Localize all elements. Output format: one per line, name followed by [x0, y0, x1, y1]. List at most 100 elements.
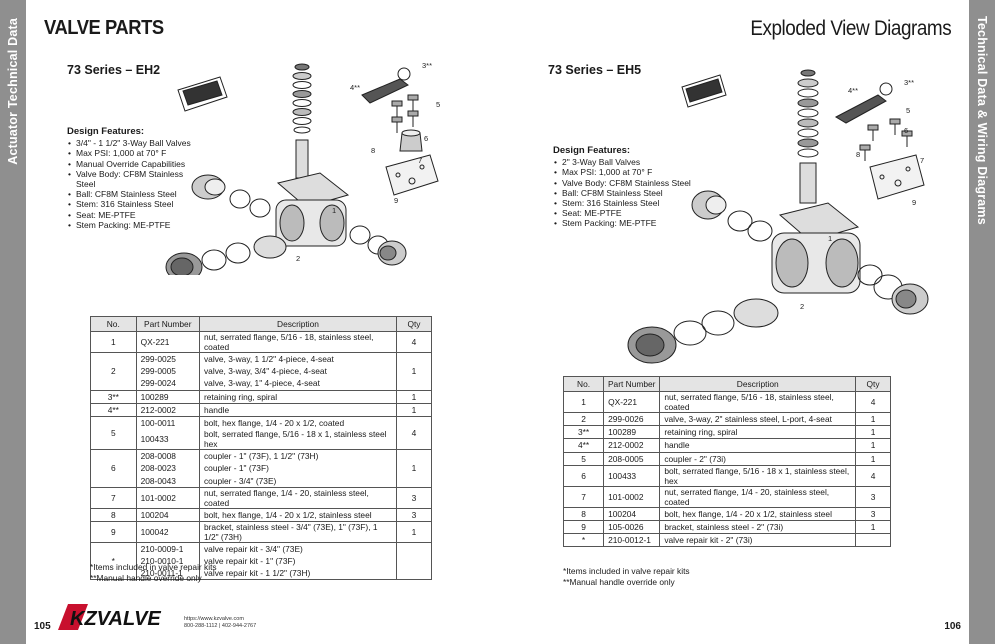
part-qty: 3 [395, 486, 433, 509]
callout-4: 4** [848, 86, 858, 95]
note-manual-override: **Manual handle override only [90, 573, 202, 583]
part-number: 210-0010-1 [135, 555, 200, 568]
callout-3: 3** [904, 78, 914, 87]
part-qty: 4 [855, 464, 891, 487]
part-number: 299-0024 [135, 377, 200, 391]
contact-info: https://www.kzvalve.com 800-288-1112 | 4… [184, 616, 256, 629]
part-qty: 1 [855, 425, 891, 440]
bracket-icon [385, 154, 439, 196]
column-header: Description [659, 376, 857, 392]
part-description: valve repair kit - 1" (73F) [198, 555, 397, 568]
part-description: coupler - 1" (73F), 1 1/2" (73H) [198, 449, 397, 463]
left-sidebar-label: Actuator Technical Data [6, 18, 20, 165]
part-description: coupler - 1" (73F) [198, 462, 397, 475]
part-number: 101-0002 [135, 486, 200, 509]
part-description: valve, 3-way, 3/4" 4-piece, 4-seat [198, 365, 397, 378]
website-link[interactable]: https://www.kzvalve.com [184, 616, 244, 622]
feature-item: Seat: ME-PTFE [68, 210, 197, 220]
note-manual-override: **Manual handle override only [563, 577, 675, 587]
note-repair-kit: *Items included in valve repair kits [563, 566, 690, 576]
part-no: 4** [562, 438, 605, 453]
part-number: 100289 [603, 425, 661, 440]
part-description: coupler - 3/4" (73E) [198, 474, 397, 488]
part-number: 100204 [135, 507, 200, 522]
callout-7: 7 [920, 156, 924, 165]
part-number: 210-0011-1 [135, 567, 200, 581]
part-qty: 3 [855, 485, 891, 508]
valve-body-icon [771, 202, 861, 294]
part-qty [855, 533, 891, 548]
feature-item: 3/4" - 1 1/2" 3-Way Ball Valves [68, 138, 197, 148]
part-qty: 4 [855, 391, 891, 413]
feature-item: Stem Packing: ME-PTFE [554, 218, 703, 228]
bolt-icons [391, 94, 419, 133]
callout-6: 6 [424, 134, 428, 143]
column-header: Qty [855, 376, 891, 392]
part-qty: 3 [395, 507, 433, 522]
feature-item: Stem: 316 Stainless Steel [68, 199, 197, 209]
column-header: No. [90, 316, 137, 332]
features-list: 3/4" - 1 1/2" 3-Way Ball ValvesMax PSI: … [67, 138, 197, 230]
part-no: 8 [90, 507, 137, 522]
notes-right: *Items included in valve repair kits **M… [563, 566, 690, 588]
callout-1: 1 [332, 206, 336, 215]
kz-valve-logo: KZVALVE [58, 604, 161, 630]
part-number: 210-0009-1 [135, 541, 200, 556]
part-qty: 1 [395, 389, 433, 404]
handle-icon [834, 82, 893, 124]
part-number: 208-0005 [603, 451, 661, 466]
part-description: valve repair kit - 1 1/2" (73H) [198, 567, 397, 581]
part-number: 100289 [135, 389, 200, 404]
page-title-right: Exploded View Diagrams [750, 17, 951, 40]
part-number: QX-221 [603, 391, 661, 413]
part-no: 7 [90, 486, 137, 509]
part-qty: 1 [855, 451, 891, 466]
part-description: retaining ring, spiral [659, 425, 857, 440]
callout-1: 1 [828, 234, 832, 243]
part-number: 299-0025 [135, 352, 200, 366]
part-number: 100204 [603, 506, 661, 521]
part-no: 9 [562, 519, 605, 535]
column-header: Qty [395, 316, 433, 332]
note-repair-kit: *Items included in valve repair kits [90, 562, 217, 572]
notes-left: *Items included in valve repair kits **M… [90, 562, 217, 584]
part-no: 3** [562, 425, 605, 440]
callout-2: 2 [800, 302, 804, 311]
column-header: No. [562, 376, 605, 392]
tag-plate-icon [681, 74, 727, 108]
page-number-left: 105 [34, 621, 51, 632]
right-sidebar-label: Technical Data & Wiring Diagrams [975, 16, 989, 225]
part-no: * [562, 533, 605, 548]
callout-3: 3** [422, 61, 432, 70]
part-number: 100433 [135, 429, 200, 451]
feature-item: 2" 3-Way Ball Valves [554, 157, 703, 167]
callout-5: 5 [906, 106, 910, 115]
features-heading: Design Features: [67, 126, 145, 137]
callout-5: 5 [436, 100, 440, 109]
part-qty: 3 [855, 506, 891, 521]
callout-9: 9 [912, 198, 916, 207]
feature-item: Seat: ME-PTFE [554, 208, 703, 218]
svg-text:KZVALVE: KZVALVE [70, 608, 161, 630]
part-number: 210-0012-1 [603, 533, 661, 548]
part-description: coupler - 2" (73i) [659, 451, 857, 466]
part-no: 1 [90, 331, 137, 353]
part-qty: 1 [395, 402, 433, 417]
exploded-diagram-left: 3** 4** 5 6 7 8 9 1 2 [165, 61, 440, 275]
end-fittings-icon [165, 174, 407, 275]
part-description: handle [659, 438, 857, 453]
part-number: 105-0026 [603, 519, 661, 535]
part-qty: 4 [395, 331, 433, 353]
